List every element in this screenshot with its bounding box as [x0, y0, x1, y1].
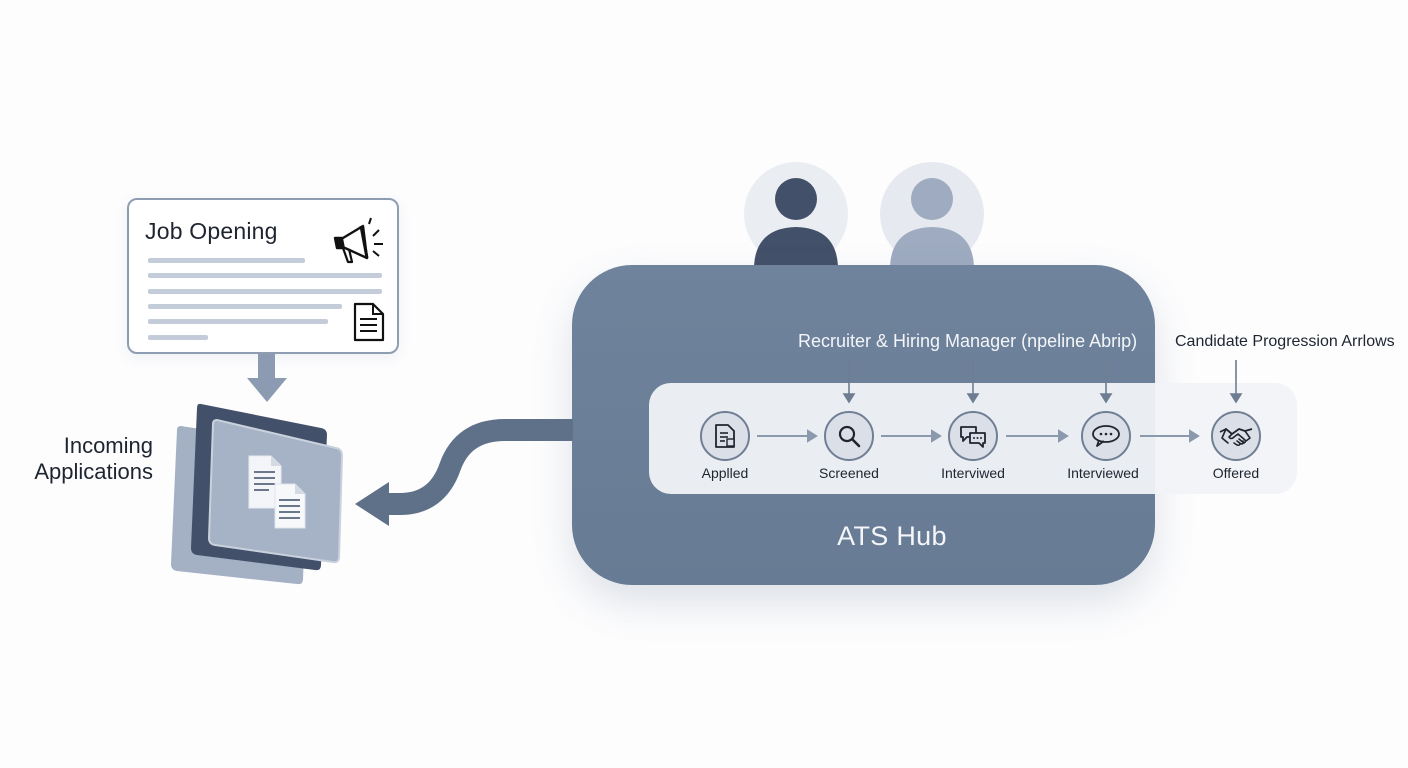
candidate-progression-label: Candidate Progression Arrlows: [1175, 333, 1395, 350]
stage-label: Screened: [819, 465, 879, 481]
stage-screened: [824, 411, 874, 461]
hiring-manager-avatar: [890, 178, 974, 266]
down-arrow: [247, 354, 287, 402]
text-line: [148, 335, 208, 340]
recruiter-avatars: [744, 162, 984, 266]
stage-label: Interviewed: [1067, 465, 1139, 481]
text-line: [148, 289, 382, 294]
document-icon: [353, 302, 385, 342]
handshake-icon: [1219, 428, 1253, 447]
recruiter-avatar: [754, 178, 838, 266]
megaphone-icon: [333, 217, 383, 264]
chat-icon: [960, 426, 986, 448]
magnifier-icon: [838, 425, 861, 448]
stage-label: Interviwed: [941, 465, 1005, 481]
applications-stack: [171, 403, 344, 585]
stage-label: Offered: [1212, 465, 1260, 481]
text-line: [148, 258, 305, 263]
stage-applied: [700, 411, 750, 461]
documents-icon: [248, 455, 306, 529]
job-opening-card: Job Opening: [127, 198, 399, 354]
stage-offered: [1211, 411, 1261, 461]
incoming-label-line2: Applications: [34, 459, 153, 484]
stage-interviewed-2: [1081, 411, 1131, 461]
recruiter-manager-label: Recruiter & Hiring Manager (npeline Abri…: [798, 331, 1138, 351]
document-icon: [715, 424, 735, 448]
text-line: [148, 273, 382, 278]
speech-bubble-icon: [1092, 425, 1120, 447]
text-line: [148, 304, 342, 309]
stage-interviewed-1: [948, 411, 998, 461]
stage-label: Applled: [701, 465, 749, 481]
ats-hub-label: ATS Hub: [837, 521, 947, 551]
hub-to-applications-arrow: [355, 419, 573, 526]
text-line: [148, 319, 328, 324]
incoming-label-line1: Incoming: [63, 433, 153, 458]
incoming-applications-label: Incoming Applications: [34, 433, 153, 485]
job-opening-title: Job Opening: [145, 218, 278, 244]
